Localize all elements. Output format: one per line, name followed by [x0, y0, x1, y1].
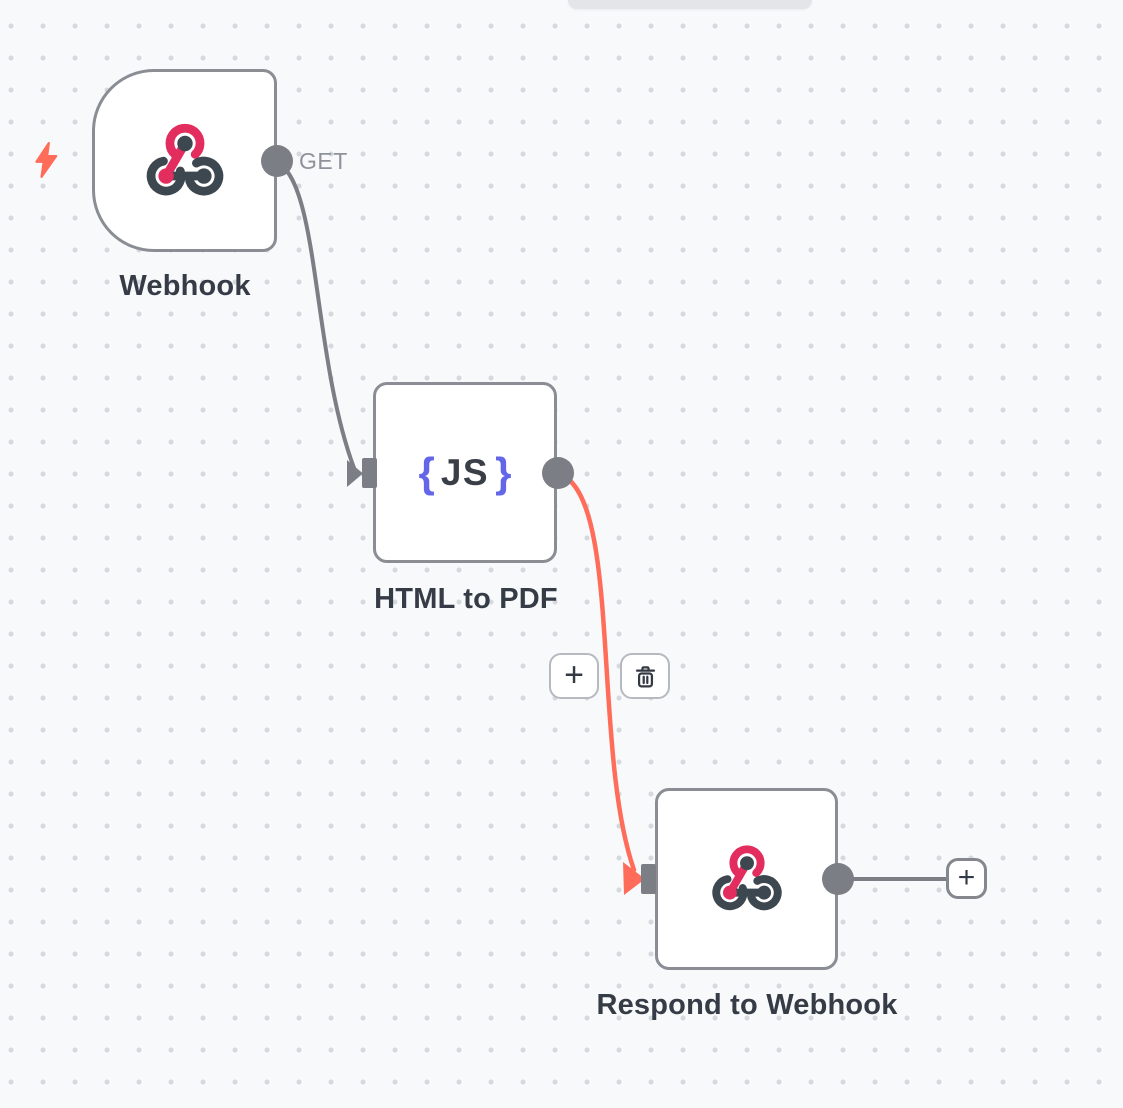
- add-node-on-connection-button[interactable]: +: [549, 653, 599, 699]
- node-label-html-to-pdf: HTML to PDF: [374, 583, 558, 615]
- node-label-webhook: Webhook: [119, 270, 251, 302]
- node-label-respond-to-webhook: Respond to Webhook: [596, 989, 898, 1021]
- canvas-toolbar-fragment: [568, 0, 812, 9]
- webhook-icon: [146, 123, 223, 196]
- connection-code-to-respond[interactable]: [557, 471, 637, 873]
- respond-input-handle[interactable]: [641, 864, 656, 894]
- add-node-button[interactable]: +: [946, 858, 987, 899]
- code-input-handle[interactable]: [362, 458, 377, 488]
- trash-icon: [635, 665, 655, 688]
- trigger-bolt-icon: [35, 142, 58, 178]
- webhook-output-label: GET: [299, 148, 348, 174]
- webhook-icon: [711, 845, 782, 911]
- code-output-handle[interactable]: [542, 457, 574, 489]
- js-code-icon: { JS }: [418, 448, 512, 496]
- connection-arrowhead-icon: [623, 862, 645, 895]
- connection-webhook-to-code[interactable]: [275, 160, 356, 470]
- respond-output-handle[interactable]: [822, 863, 854, 895]
- plus-icon: +: [564, 655, 584, 694]
- node-respond-to-webhook[interactable]: [655, 788, 838, 970]
- plus-icon: +: [957, 860, 976, 894]
- webhook-output-handle[interactable]: [261, 145, 293, 177]
- delete-connection-button[interactable]: [620, 653, 670, 699]
- node-html-to-pdf[interactable]: { JS }: [373, 382, 557, 563]
- connection-toolbar: +: [549, 653, 670, 699]
- node-webhook[interactable]: [92, 69, 277, 252]
